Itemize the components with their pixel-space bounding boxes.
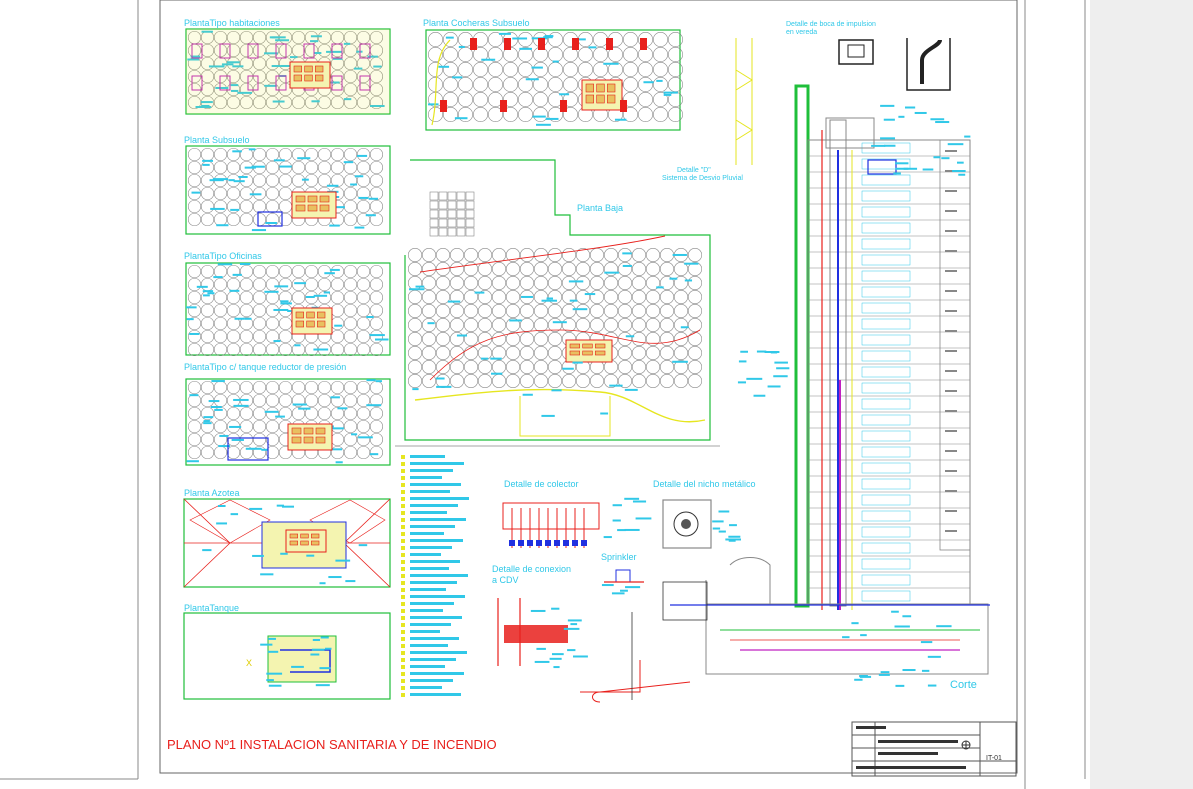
detalle-colector-drawing — [502, 497, 652, 548]
label-detalle-colector: Detalle de colector — [504, 479, 579, 489]
label-detalle-conexion-1: Detalle de conexion — [492, 564, 571, 574]
label-planta-baja: Planta Baja — [577, 203, 623, 213]
section-corte-group — [580, 84, 990, 703]
label-planta-tanque: PlantaTanque — [184, 603, 239, 613]
detalle-nicho-drawing — [662, 499, 742, 549]
viewport-side-panel — [1090, 0, 1193, 789]
drawing-border — [159, 0, 1018, 774]
plan-habitaciones — [185, 28, 391, 115]
label-planta-tipo-oficinas: PlantaTipo Oficinas — [184, 251, 262, 261]
floor-plans-group: X — [183, 28, 951, 700]
label-detalle-boca-1: Detalle de boca de impulsion — [786, 21, 876, 28]
detalle-desvio-drawing — [735, 38, 753, 165]
drawing-number: IT-01 — [986, 755, 1002, 762]
plan-cocheras — [425, 29, 683, 131]
label-sprinkler: Sprinkler — [601, 552, 637, 562]
plan-azotea — [183, 498, 391, 588]
label-planta-cocheras: Planta Cocheras Subsuelo — [423, 18, 530, 28]
label-detalle-nicho: Detalle del nicho metálico — [653, 479, 756, 489]
label-detalle-boca-2: en vereda — [786, 29, 817, 36]
sprinkler-drawing — [601, 569, 644, 595]
svg-text:X: X — [246, 658, 252, 668]
detalle-boca-drawing — [838, 38, 951, 91]
label-planta-subsuelo: Planta Subsuelo — [184, 135, 250, 145]
detalle-conexion-drawing — [497, 598, 588, 669]
plan-oficinas — [185, 262, 391, 357]
plan-baja — [395, 159, 720, 447]
label-planta-azotea: Planta Azotea — [184, 488, 240, 498]
plan-tanque: X — [183, 612, 391, 700]
label-detalle-conexion-2: a CDV — [492, 575, 519, 585]
label-planta-tipo-habitaciones: PlantaTipo habitaciones — [184, 18, 280, 28]
label-planta-tipo-tanque: PlantaTipo c/ tanque reductor de presión — [184, 362, 346, 372]
plan-tanque-reductor — [185, 378, 391, 466]
sheet-title: PLANO Nº1 INSTALACION SANITARIA Y DE INC… — [167, 737, 497, 752]
plan-subsuelo — [185, 145, 391, 235]
label-detalle-desvio-2: Sistema de Desvio Pluvial — [662, 175, 743, 182]
label-detalle-desvio-1: Detalle "D" — [677, 167, 711, 174]
label-corte: Corte — [950, 679, 977, 691]
title-block: IT-01 — [851, 721, 1017, 777]
